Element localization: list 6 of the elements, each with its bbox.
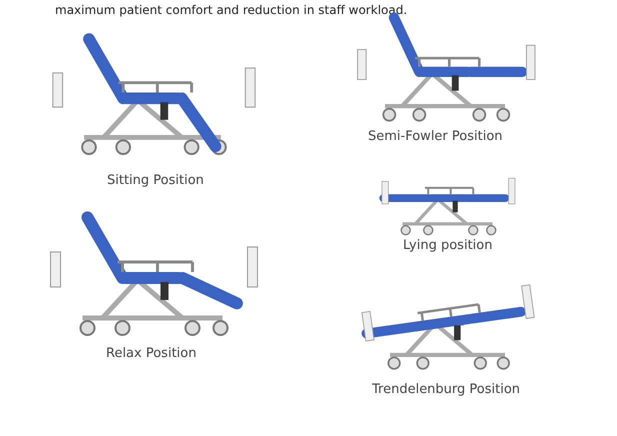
position-caption: Relax Position	[106, 346, 196, 361]
intro-text: maximum patient comfort and reduction in staff workload.	[55, 3, 408, 17]
position-caption: Semi-Fowler Position	[368, 129, 503, 144]
position-caption: Lying position	[403, 238, 492, 253]
position-caption: Trendelenburg Position	[372, 382, 520, 397]
position-caption: Sitting Position	[107, 173, 204, 188]
